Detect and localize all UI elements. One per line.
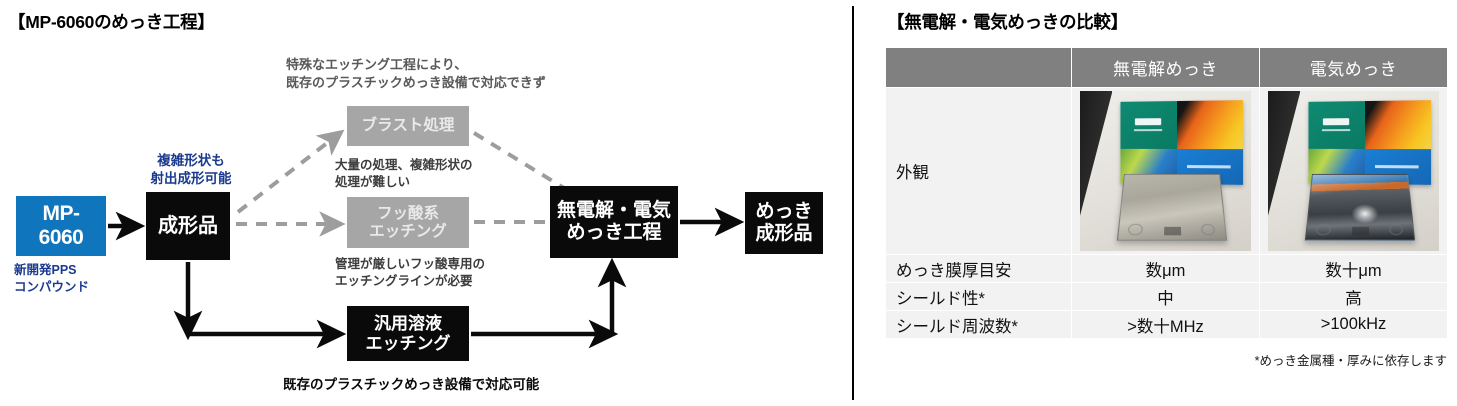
box-blast-treatment[interactable]: ブラスト処理 — [347, 106, 469, 146]
poster-graphic — [1308, 99, 1432, 185]
table-body: 外観 — [885, 87, 1448, 339]
cell-thickness-electro: 数十μm — [1259, 254, 1448, 283]
plate-marking — [1164, 227, 1182, 236]
table-head: 無電解めっき 電気めっき — [885, 47, 1448, 88]
table-row-appearance: 外観 — [885, 87, 1448, 255]
electro-plating-photo — [1268, 91, 1439, 251]
poster-logo — [1135, 118, 1162, 125]
box-general-solvent-etching[interactable]: 汎用溶液 エッチング — [347, 306, 469, 361]
cell-shielding-electroless: 中 — [1071, 282, 1260, 311]
plate-hole-right — [1389, 224, 1405, 236]
panel-divider — [852, 6, 854, 400]
plate-specular-highlight — [1351, 204, 1380, 225]
box-molded-part[interactable]: 成形品 — [146, 192, 230, 260]
plate-hole-right — [1201, 224, 1217, 236]
row-label-thickness: めっき膜厚目安 — [885, 254, 1072, 283]
poster-logo — [1323, 118, 1350, 125]
cell-thickness-electroless: 数μm — [1071, 254, 1260, 283]
plate-hole-left — [1128, 224, 1144, 236]
poster-quadrant-sunflower — [1365, 99, 1432, 149]
poster-quadrant-green — [1120, 100, 1178, 149]
table-row-thickness: めっき膜厚目安 数μm 数十μm — [885, 254, 1448, 283]
poster-quadrant-green — [1308, 100, 1366, 149]
box-electroless-electro-plating-process[interactable]: 無電解・電気 めっき工程 — [550, 186, 678, 258]
box-plated-molded-part[interactable]: めっき 成形品 — [745, 192, 823, 254]
left-panel-plating-process: 【MP-6060のめっき工程】 — [8, 12, 823, 392]
caption-new-pps-compound: 新開発PPS コンパウンド — [14, 263, 90, 294]
table-header-corner — [885, 47, 1072, 88]
note-hydrofluoric-line-required: 管理が厳しいフッ酸専用の エッチングラインが必要 — [335, 257, 486, 289]
table-row-shielding: シールド性* 中 高 — [885, 282, 1448, 311]
poster-corporation-text — [1375, 164, 1420, 168]
right-panel-comparison: 【無電解・電気めっきの比較】 無電解めっき 電気めっき 外観 — [852, 0, 1457, 406]
note-special-etching-not-supported: 特殊なエッチング工程により、 既存のプラスチックめっき設備で対応できず — [286, 57, 546, 90]
table-row-frequency: シールド周波数* >数十MHz >100kHz — [885, 310, 1448, 339]
row-label-appearance: 外観 — [885, 87, 1072, 255]
plate-marking — [1352, 227, 1370, 236]
cell-photo-electroless — [1071, 87, 1260, 255]
cell-photo-electro — [1259, 87, 1448, 255]
table-header-row: 無電解めっき 電気めっき — [885, 47, 1448, 88]
note-existing-equipment-supported: 既存のプラスチックめっき設備で対応可能 — [283, 377, 540, 392]
plated-sample-matte — [1117, 174, 1228, 242]
caption-complex-shape-molding: 複雑形状も 射出成形可能 — [150, 153, 232, 186]
cell-frequency-electroless: >数十MHz — [1071, 310, 1260, 339]
right-panel-title: 【無電解・電気めっきの比較】 — [887, 12, 1128, 32]
poster-corporation-text — [1187, 164, 1232, 168]
row-label-frequency: シールド周波数* — [885, 310, 1072, 339]
poster-logo-subtext — [1322, 128, 1351, 132]
box-mp6060[interactable]: MP- 6060 — [16, 196, 106, 256]
poster-graphic — [1120, 99, 1244, 185]
table-header-electroless: 無電解めっき — [1071, 47, 1260, 88]
cell-frequency-electro: >100kHz — [1259, 310, 1448, 339]
table-header-electro: 電気めっき — [1259, 47, 1448, 88]
plated-sample-mirror — [1305, 174, 1416, 242]
poster-logo-subtext — [1134, 128, 1163, 132]
note-blast-difficulty: 大量の処理、複雑形状の 処理が難しい — [335, 158, 473, 190]
row-label-shielding: シールド性* — [885, 282, 1072, 311]
comparison-table: 無電解めっき 電気めっき 外観 — [885, 47, 1448, 339]
poster-quadrant-sunflower — [1177, 99, 1244, 149]
left-panel-title: 【MP-6060のめっき工程】 — [8, 12, 215, 32]
box-hydrofluoric-etching[interactable]: フッ酸系 エッチング — [347, 197, 469, 248]
table-footnote: *めっき金属種・厚みに依存します — [1254, 354, 1447, 368]
cell-shielding-electro: 高 — [1259, 282, 1448, 311]
electroless-plating-photo — [1080, 91, 1251, 251]
plate-hole-left — [1316, 224, 1332, 236]
